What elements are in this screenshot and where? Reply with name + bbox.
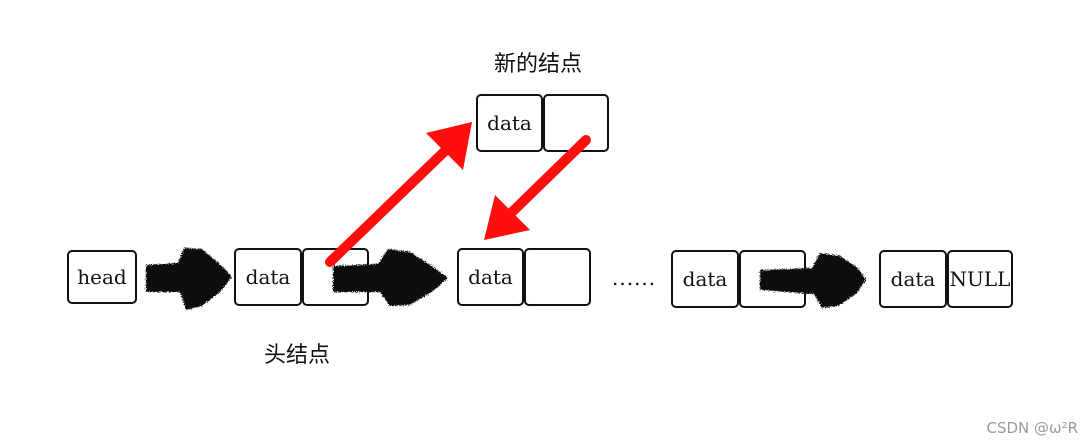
- middle-node-next-cell: [739, 250, 806, 308]
- ellipsis: ......: [612, 266, 657, 290]
- middle-node-data-cell: data: [671, 250, 739, 308]
- red-arrow-to-new-node: [325, 122, 472, 267]
- head-pointer-box: head: [67, 250, 137, 304]
- new-node-next-cell: [543, 94, 609, 152]
- new-node-label: 新的结点: [494, 52, 583, 77]
- second-node-data-cell: data: [457, 248, 524, 306]
- head-node-next-cell: [302, 248, 369, 306]
- last-node-data-cell: data: [879, 250, 947, 308]
- new-node-data-cell: data: [476, 94, 543, 152]
- watermark: CSDN @ω²R: [986, 419, 1078, 437]
- second-node-next-cell: [524, 248, 591, 306]
- head-to-headnode-arrow: [146, 248, 232, 310]
- last-node-null-cell: NULL: [947, 250, 1013, 308]
- head-node-label: 头结点: [264, 343, 331, 368]
- red-arrow-to-second-node: [484, 135, 591, 240]
- head-node-data-cell: data: [234, 248, 302, 306]
